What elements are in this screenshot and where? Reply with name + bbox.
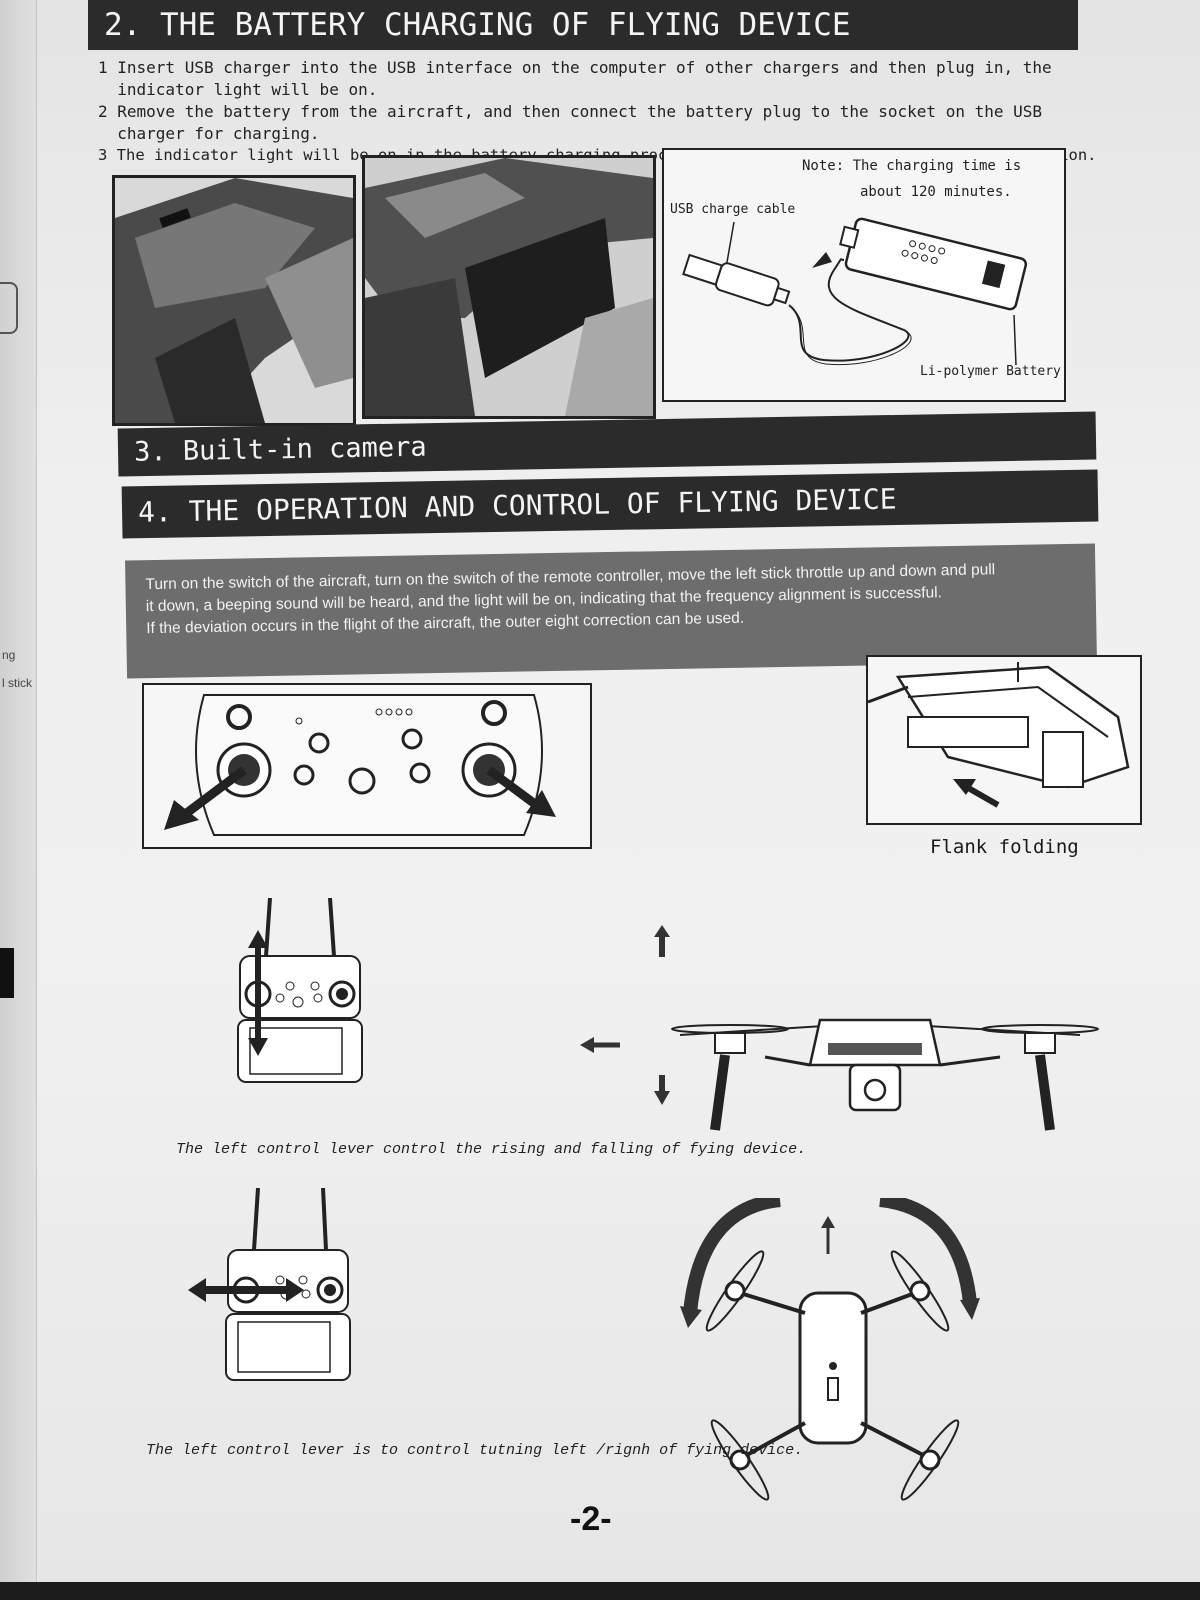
page-number: -2-: [570, 1500, 612, 1538]
remote-sticks-down-outward-illustration: [164, 694, 556, 836]
step-1-text-cont: indicator light will be on.: [98, 80, 378, 99]
drone-front-view-diagram: [580, 925, 1099, 1131]
remote-yaw-left-right-diagram: [188, 1188, 351, 1381]
flank-folding-label: Flank folding: [930, 836, 1079, 858]
caption-rising-falling: The left control lever control the risin…: [176, 1141, 807, 1158]
charging-note-line-2: about 120 minutes.: [860, 184, 1012, 200]
drone-body-photo-illustration: [115, 178, 353, 423]
remote-calibration-diagram: [142, 683, 592, 849]
bottom-shadow: [0, 1582, 1200, 1600]
prev-page-fragment: l stick: [2, 676, 32, 690]
caption-turning-left-right: The left control lever is to control tut…: [146, 1442, 804, 1459]
battery-slide-photo-illustration: [365, 158, 653, 416]
step-1-text: 1 Insert USB charger into the USB interf…: [98, 58, 1052, 77]
prev-page-outline: [0, 282, 18, 334]
previous-page-edge: ng l stick: [0, 0, 37, 1600]
section-4-heading: 4. THE OPERATION AND CONTROL OF FLYING D…: [121, 469, 1099, 539]
usb-charger-battery-drawing: [682, 217, 1028, 366]
section-2-heading: 2. THE BATTERY CHARGING OF FLYING DEVICE: [88, 0, 1078, 50]
battery-removal-photo-1: [112, 175, 356, 426]
battery-removal-photo-2: [362, 155, 656, 419]
folded-arm-illustration: [867, 662, 1130, 808]
step-2-text-cont: charger for charging.: [98, 124, 320, 143]
prev-page-fragment: ng: [2, 648, 16, 662]
charging-diagram: Note: The charging time is about 120 min…: [662, 148, 1066, 402]
drone-top-view-rotation-diagram: [680, 1198, 980, 1501]
usb-cable-label: USB charge cable: [670, 202, 796, 217]
step-2-text: 2 Remove the battery from the aircraft, …: [98, 102, 1043, 121]
charging-note-line-1: Note: The charging time is: [802, 158, 1022, 174]
flank-folding-diagram: [866, 655, 1142, 825]
battery-label: Li-polymer Battery: [920, 364, 1061, 379]
prev-page-dark-tab: [0, 948, 14, 998]
remote-throttle-up-down-diagram: [237, 898, 363, 1083]
